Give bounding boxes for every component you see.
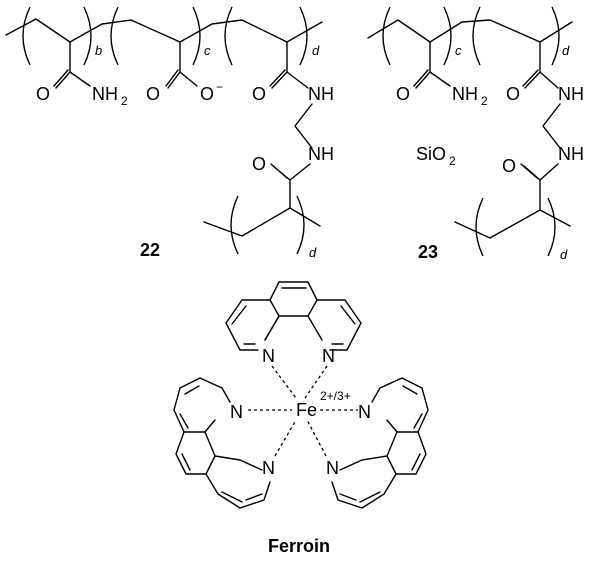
bracket-d-open bbox=[472, 6, 481, 66]
index-c: c bbox=[204, 43, 211, 58]
index-b: b bbox=[95, 43, 102, 58]
compound-label-23: 23 bbox=[418, 242, 438, 262]
atom-nitrogen: N bbox=[262, 458, 275, 478]
atom-nh: NH bbox=[558, 144, 584, 164]
atom-oxygen: O bbox=[252, 154, 266, 174]
compound-23-structure: c d O NH 2 O NH NH O SiO 2 d 23 bbox=[367, 6, 584, 262]
phenanthroline-ligand-top: N N bbox=[225, 281, 362, 366]
atom-nitrogen: N bbox=[322, 346, 335, 366]
phenanthroline-ligand-left: N N bbox=[173, 377, 275, 509]
atom-oxygen: O bbox=[252, 84, 266, 104]
atom-nh: NH bbox=[308, 84, 334, 104]
atom-oxygen: O bbox=[36, 84, 50, 104]
iron-charge: 2+/3+ bbox=[320, 389, 351, 403]
bracket-d-close bbox=[296, 195, 305, 255]
atom-nh: NH bbox=[308, 144, 334, 164]
index-d: d bbox=[312, 43, 320, 58]
bracket-d-open bbox=[230, 195, 239, 255]
atom-oxygen: O bbox=[146, 84, 160, 104]
ferroin-structure: N N Fe 2+/3+ N N bbox=[173, 281, 429, 556]
ferroin-label: Ferroin bbox=[268, 536, 330, 556]
charge-minus: − bbox=[216, 80, 223, 94]
bracket-d-open bbox=[475, 197, 484, 257]
atom-nitrogen: N bbox=[358, 402, 371, 422]
compound-label-22: 22 bbox=[140, 240, 160, 260]
bracket-c-close bbox=[443, 6, 452, 66]
atom-oxygen: O bbox=[506, 84, 520, 104]
compound-22-structure: b c d O NH 2 O O − O NH NH O d 22 bbox=[5, 6, 334, 260]
silica-subscript: 2 bbox=[449, 154, 456, 168]
bracket-d-close bbox=[551, 6, 560, 66]
atom-oxygen: O bbox=[502, 156, 516, 176]
bracket-c-open bbox=[382, 6, 391, 66]
atom-oxygen: O bbox=[396, 84, 410, 104]
bracket-c-close bbox=[192, 6, 201, 66]
bracket-b-open bbox=[22, 6, 31, 66]
atom-nh2-subscript: 2 bbox=[121, 94, 128, 108]
atom-nh2: NH bbox=[92, 84, 118, 104]
index-c: c bbox=[455, 43, 462, 58]
silica-label: SiO bbox=[416, 144, 446, 164]
index-d: d bbox=[309, 245, 317, 260]
atom-nitrogen: N bbox=[326, 458, 339, 478]
bracket-b-close bbox=[83, 6, 92, 66]
index-d: d bbox=[560, 247, 568, 262]
atom-nh2: NH bbox=[452, 84, 478, 104]
phenanthroline-ligand-right: N N bbox=[326, 377, 429, 509]
atom-oxygen-anion: O bbox=[200, 84, 214, 104]
bracket-d-close bbox=[299, 6, 308, 66]
atom-nh2-subscript: 2 bbox=[481, 94, 488, 108]
atom-nitrogen: N bbox=[230, 402, 243, 422]
bracket-d-close bbox=[547, 197, 556, 257]
atom-nh: NH bbox=[558, 84, 584, 104]
bracket-d-open bbox=[224, 6, 233, 66]
iron-atom: Fe bbox=[296, 400, 317, 420]
index-d: d bbox=[562, 43, 570, 58]
atom-nitrogen: N bbox=[262, 346, 275, 366]
bracket-c-open bbox=[110, 6, 119, 66]
